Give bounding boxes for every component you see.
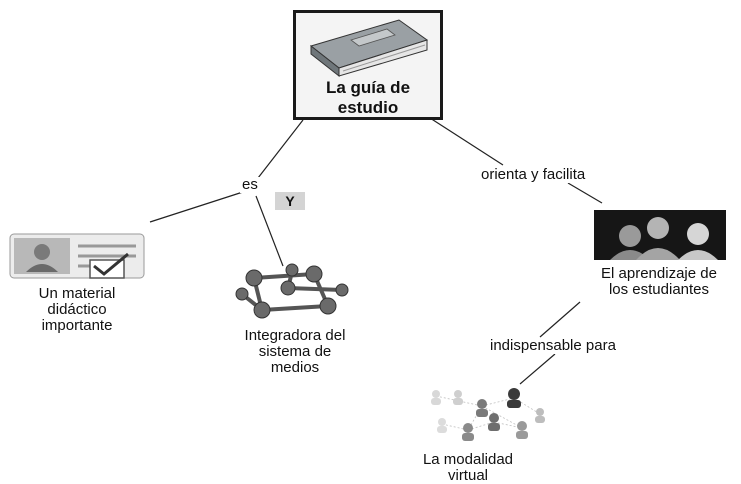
node-aprendizaje: El aprendizaje de los estudiantes [578,266,740,298]
id-card-check-icon [9,233,145,279]
node-material-line2: didáctico [47,301,107,318]
link-label-orienta: orienta y facilita [479,166,588,183]
line-root-to-orienta [429,117,504,166]
and-badge: Y [275,192,305,210]
line-orienta-to-aprendizaje [567,182,603,204]
people-photo-icon [594,210,726,260]
node-integradora-line1: Integradora del [244,327,346,344]
root-title-line2: estudio [337,98,399,117]
line-indispensable-to-modalidad [519,353,556,385]
link-label-es: es [240,176,260,193]
node-modalidad-line1: La modalidad [422,451,514,468]
line-es-to-integradora [255,195,284,267]
root-title: La guía de estudio [293,78,443,118]
root-title-line1: La guía de [325,78,411,97]
node-integradora: Integradora del sistema de medios [210,328,380,376]
molecule-cube-icon [235,263,349,319]
node-integradora-line3: medios [270,359,320,376]
node-modalidad-line2: virtual [447,467,488,484]
node-material-line1: Un material [38,285,116,302]
node-modalidad: La modalidad virtual [398,452,538,484]
node-material: Un material didáctico importante [8,286,146,334]
line-es-to-material [149,190,247,223]
book-icon [309,19,429,78]
network-people-icon [431,388,545,441]
node-integradora-line2: sistema de [258,343,332,360]
line-root-to-es [257,119,304,179]
node-material-line3: importante [41,317,113,334]
line-aprendizaje-to-indispensable [539,301,581,338]
link-label-indispensable: indispensable para [488,337,618,354]
node-aprendizaje-line2: los estudiantes [608,281,710,298]
node-aprendizaje-line1: El aprendizaje de [601,265,717,282]
